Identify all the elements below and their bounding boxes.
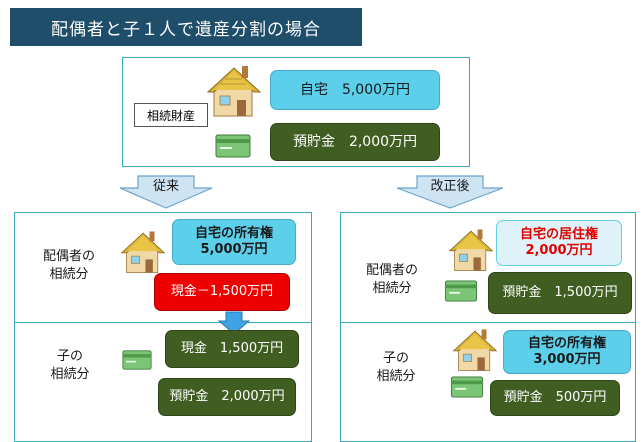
estate-home-value: 自宅 5,000万円 <box>270 70 440 110</box>
after-child-home: 自宅の所有権 3,000万円 <box>503 330 631 374</box>
after-spouse-home: 自宅の居住権 2,000万円 <box>496 220 622 266</box>
estate-label: 相続財産 <box>134 103 208 127</box>
before-divider <box>14 322 312 323</box>
before-spouse-home-line1: 自宅の所有権 <box>194 226 273 241</box>
after-child-label-line1: 子の <box>382 351 409 366</box>
before-spouse-label-line1: 配偶者の <box>42 249 95 264</box>
after-spouse-savings: 預貯金 1,500万円 <box>488 272 632 314</box>
bankbook-icon <box>215 134 251 158</box>
arrow-before-label: 従来 <box>152 178 179 194</box>
house-icon-before <box>120 231 166 273</box>
after-divider <box>340 322 636 323</box>
arrow-before <box>119 175 213 209</box>
after-child-label: 子の 相続分 <box>366 350 426 390</box>
after-child-home-line2: 3,000万円 <box>533 352 601 367</box>
house-icon <box>206 66 262 117</box>
after-spouse-home-line1: 自宅の居住権 <box>519 227 598 242</box>
before-child-label: 子の 相続分 <box>40 348 100 388</box>
after-child-home-line1: 自宅の所有権 <box>527 336 606 351</box>
before-child-label-line2: 相続分 <box>50 367 90 382</box>
bankbook-icon-after <box>444 280 478 302</box>
after-spouse-label-line1: 配偶者の <box>365 263 418 278</box>
after-spouse-label-line2: 相続分 <box>372 281 412 296</box>
before-spouse-cash: 現金－1,500万円 <box>154 273 290 311</box>
bankbook-icon-after-child <box>450 376 484 398</box>
estate-savings-value: 預貯金 2,000万円 <box>270 123 440 161</box>
after-child-label-line2: 相続分 <box>376 369 416 384</box>
after-spouse-home-line2: 2,000万円 <box>525 243 593 258</box>
house-icon-after <box>448 229 494 271</box>
house-icon-after-child <box>452 329 498 371</box>
arrow-after-label: 改正後 <box>430 178 470 194</box>
before-spouse-home: 自宅の所有権 5,000万円 <box>172 219 296 265</box>
before-child-label-line1: 子の <box>56 349 83 364</box>
before-spouse-label: 配偶者の 相続分 <box>34 248 104 288</box>
after-spouse-label: 配偶者の 相続分 <box>357 262 427 302</box>
transfer-arrow <box>218 311 250 335</box>
before-spouse-home-line2: 5,000万円 <box>200 242 268 257</box>
after-child-savings: 預貯金 500万円 <box>490 380 620 416</box>
before-child-savings: 預貯金 2,000万円 <box>158 378 296 416</box>
arrow-after <box>396 175 504 209</box>
bankbook-icon-before <box>122 350 152 370</box>
before-child-cash: 現金 1,500万円 <box>165 330 299 368</box>
before-spouse-label-line2: 相続分 <box>49 267 89 282</box>
diagram-title: 配偶者と子１人で遺産分割の場合 <box>10 8 362 46</box>
